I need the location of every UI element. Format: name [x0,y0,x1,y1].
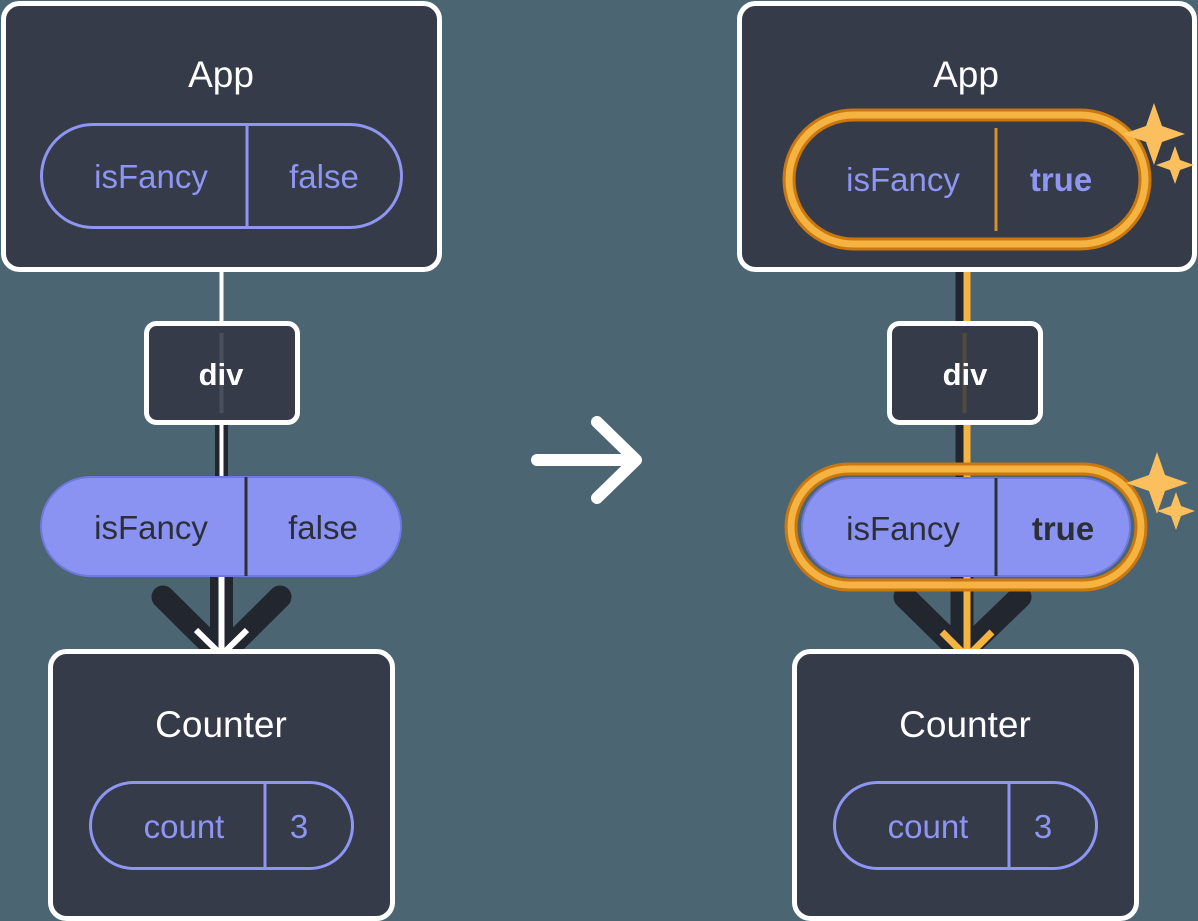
counter-state-pill-after[interactable] [833,781,1098,870]
prop-pill-value-before: false [288,509,358,546]
app-box-before [1,1,442,272]
prop-pill-after[interactable] [801,477,1131,577]
sparkle-small-icon [1156,146,1194,184]
prop-pill-ring-inner-after [787,465,1145,589]
sparkle-app-pill [1123,103,1194,184]
div-title-before: div [199,357,245,392]
sparkle-small-icon [1157,492,1195,530]
app-state-pill-before[interactable] [40,123,403,229]
app-state-pill-key-before: isFancy [94,158,208,195]
prop-pill-before[interactable] [40,476,402,577]
counter-title-after: Counter [899,704,1031,745]
sparkle-prop-pill [1126,452,1195,530]
counter-state-pill-key-after: count [888,808,969,845]
counter-title-before: Counter [155,704,287,745]
app-state-pill-key-after: isFancy [846,161,960,198]
div-title-after: div [943,357,989,392]
counter-state-pill-value-after: 3 [1034,808,1052,845]
panel-after: App isFancy true div isFancy true [737,1,1197,921]
arrow-prop-to-counter-light-before [193,566,250,660]
app-state-pill-ring-inner-after [785,111,1149,248]
counter-state-pill-key-before: count [144,808,225,845]
sparkle-large-icon [1123,103,1185,165]
prop-pill-key-after: isFancy [846,510,960,547]
prop-pill-key-before: isFancy [94,509,208,546]
app-state-pill-value-before: false [289,158,359,195]
app-state-pill-after[interactable] [800,127,1134,232]
counter-box-after [792,649,1139,921]
arrow-right-icon [531,416,642,504]
counter-state-pill-before[interactable] [89,781,354,870]
sparkle-large-icon [1126,452,1188,514]
counter-state-pill-value-before: 3 [290,808,308,845]
app-title-before: App [188,54,254,95]
app-title-after: App [933,54,999,95]
panel-before: App isFancy false div isFancy false Coun… [1,1,442,921]
prop-pill-value-after: true [1032,510,1094,547]
counter-box-before [48,649,395,921]
app-state-pill-value-after: true [1030,161,1092,198]
transition-arrow [531,416,642,504]
